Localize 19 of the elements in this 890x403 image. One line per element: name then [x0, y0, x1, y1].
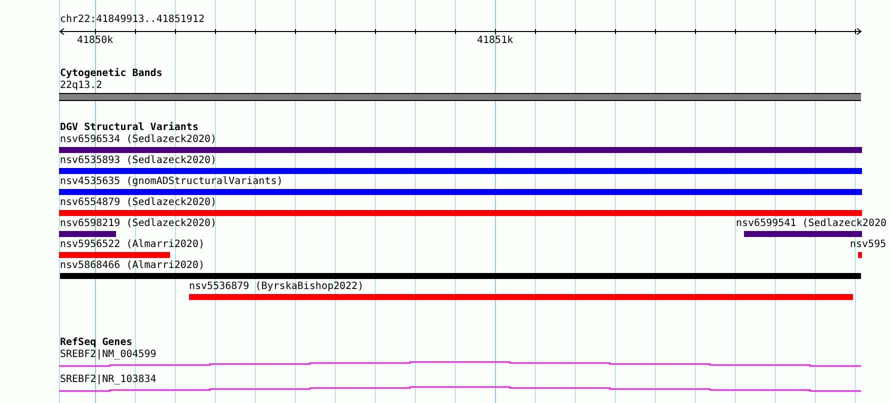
variant-label: nsv6599541 (Sedlazeck2020	[736, 218, 887, 230]
variant-label: nsv5536879 (ByrskaBishop2022)	[189, 281, 364, 293]
band-name: 22q13.2	[60, 80, 102, 92]
transcript-label: SREBF2|NR_103834	[60, 374, 156, 386]
variant-label: nsv6535893 (Sedlazeck2020)	[60, 155, 217, 167]
tick-label: 41850k	[77, 35, 114, 47]
track-title: RefSeq Genes	[60, 337, 132, 349]
tick-label: 41851k	[477, 35, 514, 47]
variant-label: nsv6598219 (Sedlazeck2020)	[60, 218, 217, 230]
variant-label: nsv5868466 (Almarri2020)	[60, 260, 204, 272]
variant-label: nsv4535635 (gnomADStructuralVariants)	[60, 176, 283, 188]
transcript-label: SREBF2|NM_004599	[60, 349, 156, 361]
track-title: Cytogenetic Bands	[60, 68, 162, 80]
variant-label: nsv6596534 (Sedlazeck2020)	[60, 134, 217, 146]
variant-label: nsv5956522 (Almarri2020)	[60, 239, 204, 251]
coordinate-range: chr22:41849913..41851912	[60, 14, 204, 26]
track-title: DGV Structural Variants	[60, 122, 198, 134]
variant-label: nsv595	[850, 239, 886, 251]
variant-label: nsv6554879 (Sedlazeck2020)	[60, 197, 217, 209]
